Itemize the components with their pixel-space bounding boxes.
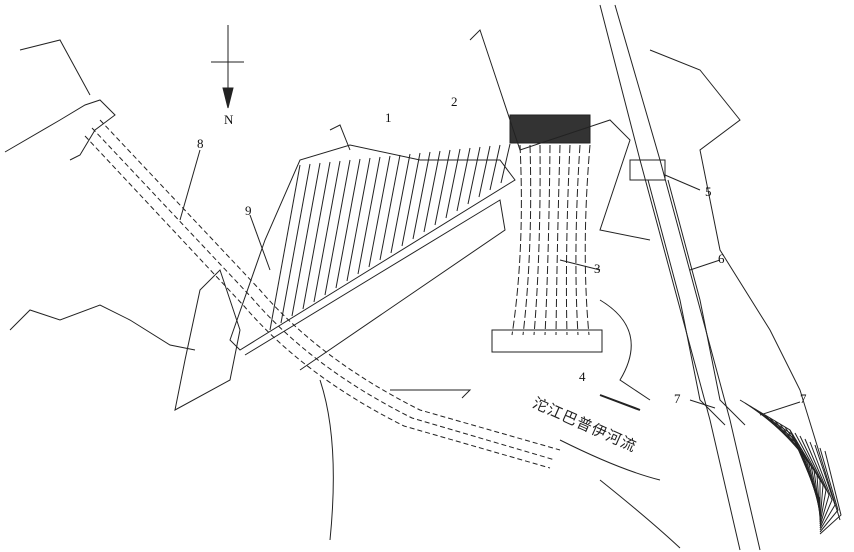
north-label: N [224,112,234,127]
dam-hatch-line [489,144,501,191]
tunnels-8 [84,119,561,469]
dam-hatch-line [324,159,351,296]
dam-hatch-line [291,162,321,317]
penstock-line [555,144,561,336]
powerhouse-2 [469,29,651,241]
label-6: 6 [718,251,725,266]
dam-hatch-line [368,155,391,268]
dam-hatch-line [467,146,481,205]
outlet-4 [491,299,651,401]
terrain-left [4,39,241,411]
dam-hatch-line [445,148,461,219]
penstock-line [533,144,541,336]
north-arrow [211,25,244,109]
label-7b: 7 [800,391,807,406]
penstock-line [544,144,551,336]
penstock-line [565,144,571,336]
dam-hatch-line [412,151,431,240]
label-9: 9 [245,203,252,218]
dam-hatch-line [346,157,371,282]
dam-hatch-line [269,164,301,331]
dam-hatch-line [500,143,511,184]
dam-hatch-line [456,147,471,212]
dam-hatch-line [423,150,441,233]
contour-line [814,444,836,531]
dam-hatch-line [335,158,361,289]
penstock-line [584,144,591,336]
river-channel [319,379,681,549]
contour-line [819,447,839,533]
label-7a: 7 [674,391,681,406]
label-5: 5 [705,184,712,199]
terrain-right [739,399,842,535]
contour-line [799,435,827,525]
dam-hatch-line [357,156,381,275]
dam-hatch-line [478,145,491,198]
dam-hatch-line [390,153,411,254]
dam-1 [229,124,516,371]
spillway-5-6-7 [599,4,841,551]
penstock-line [511,144,522,336]
label-3: 3 [594,261,601,276]
dam-hatch-line [379,154,401,261]
label-2: 2 [451,94,458,109]
contour-line [819,450,842,535]
penstock-line [522,144,532,336]
contour-line [794,432,824,523]
penstocks-3 [511,144,591,336]
leader-lines [179,149,801,416]
dam-hatch-line [434,149,451,226]
dam-hatch-line [313,160,341,303]
penstock-line [575,144,581,336]
label-4: 4 [579,369,586,384]
contour-line [809,441,833,529]
dam-hatch-line [401,152,421,247]
dam-hatch-line [302,161,331,310]
label-1: 1 [385,110,392,125]
contour-line [804,438,830,527]
label-8: 8 [197,136,204,151]
dam-hatch-line [280,163,311,324]
